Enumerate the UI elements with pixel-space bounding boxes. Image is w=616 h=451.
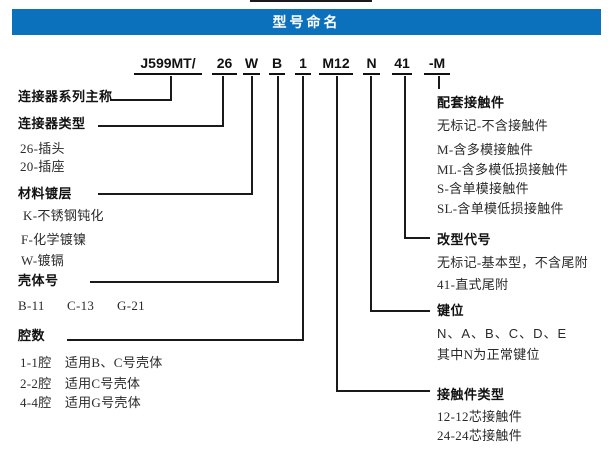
label-shell-title: 壳体号 xyxy=(18,273,59,288)
part-segment-variant: 41 xyxy=(392,56,412,75)
label-mating-item: M-含多模接触件 xyxy=(437,142,534,157)
line-key xyxy=(370,76,430,312)
part-segment-shell: B xyxy=(269,56,285,75)
page-edge-line xyxy=(250,0,372,2)
label-type-item: 26-插头 xyxy=(20,141,65,156)
label-cavity-item: 2-2腔 适用C号壳体 xyxy=(20,376,141,391)
line-contact-type xyxy=(336,76,430,392)
label-key-item: N、A、B、C、D、E xyxy=(437,326,568,341)
label-cavity-item: 1-1腔 适用B、C号壳体 xyxy=(20,355,163,370)
part-segment-plating: W xyxy=(243,56,260,75)
line-variant xyxy=(404,76,430,239)
label-contact-type-item: 12-12芯接触件 xyxy=(437,409,523,424)
label-series-title: 连接器系列主称 xyxy=(18,89,113,104)
label-contact-type-title: 接触件类型 xyxy=(437,387,505,402)
label-plating-item: K-不锈钢钝化 xyxy=(23,208,104,223)
part-segment-contact-type: M12 xyxy=(319,56,353,75)
label-shell-item: G-21 xyxy=(117,298,145,313)
label-cavity-item: 4-4腔 适用G号壳体 xyxy=(20,395,142,410)
label-plating-item: W-镀镉 xyxy=(21,253,65,268)
page-title: 型号命名 xyxy=(272,14,341,30)
part-segment-type: 26 xyxy=(212,56,237,75)
label-variant-item: 41-直式尾附 xyxy=(437,277,509,292)
label-shell-item: B-11 xyxy=(18,298,45,313)
label-mating-item: ML-含多模低损接触件 xyxy=(437,162,569,177)
label-cavity-title: 腔数 xyxy=(18,328,46,343)
part-segment-mating-contact: -M xyxy=(424,56,450,75)
label-plating-title: 材料镀层 xyxy=(18,186,73,201)
label-type-item: 20-插座 xyxy=(20,159,65,174)
label-variant-item: 无标记-基本型，不含尾附 xyxy=(437,255,588,270)
title-bar: 型号命名 xyxy=(12,9,601,35)
label-variant-title: 改型代号 xyxy=(437,232,492,247)
label-mating-item: 无标记-不含接触件 xyxy=(437,118,549,133)
label-mating-item: SL-含单模低损接触件 xyxy=(437,201,564,216)
label-plating-item: F-化学镀镍 xyxy=(21,232,87,247)
line-plating xyxy=(98,76,253,195)
label-mating-title: 配套接触件 xyxy=(437,95,505,110)
label-key-title: 键位 xyxy=(437,303,465,318)
part-segment-key: N xyxy=(363,56,380,75)
label-shell-item: C-13 xyxy=(67,298,95,313)
part-segment-cavity: 1 xyxy=(295,56,311,75)
line-type xyxy=(98,76,224,127)
label-contact-type-item: 24-24芯接触件 xyxy=(437,428,523,443)
label-mating-item: S-含单模接触件 xyxy=(437,181,529,196)
label-type-title: 连接器类型 xyxy=(18,116,86,131)
line-series xyxy=(110,76,172,101)
label-key-item: 其中N为正常键位 xyxy=(437,347,540,362)
part-segment-series: J599MT/ xyxy=(134,56,202,75)
line-shell xyxy=(90,76,279,283)
